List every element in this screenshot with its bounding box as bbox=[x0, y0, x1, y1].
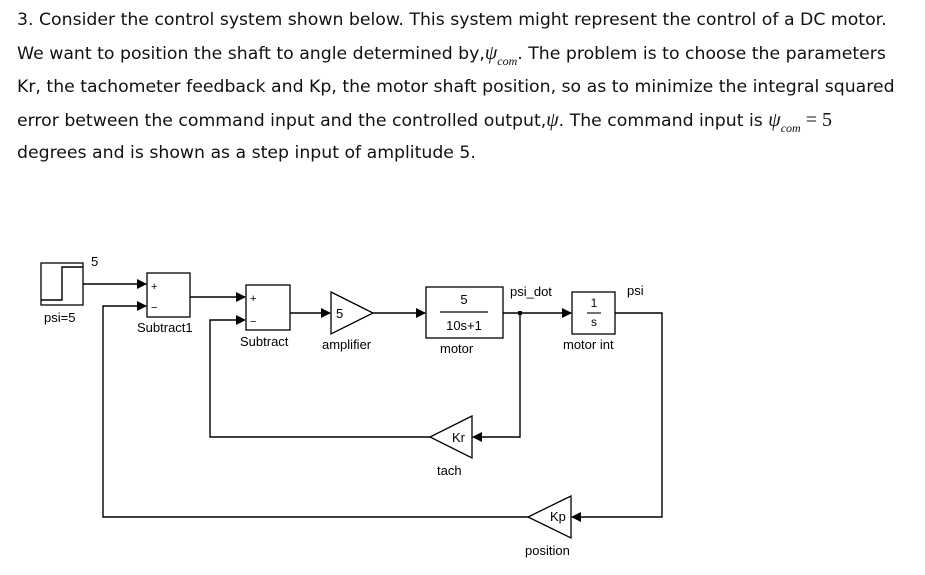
wire-psi-to-position bbox=[571, 312, 663, 522]
amplifier-gain: 5 bbox=[336, 306, 343, 321]
step-icon bbox=[41, 266, 83, 301]
wire-psi-dot-to-tach bbox=[472, 313, 521, 442]
step-block[interactable] bbox=[40, 262, 84, 306]
subtract1-minus: − bbox=[151, 302, 157, 314]
problem-line-2: We want to position the shaft to angle d… bbox=[17, 37, 917, 70]
subtract-minus: − bbox=[250, 316, 256, 328]
psi-dot-signal-label: psi_dot bbox=[510, 284, 552, 299]
psi-symbol: ψ bbox=[484, 42, 498, 65]
subtract-plus: + bbox=[250, 293, 256, 305]
step-name-label: psi=5 bbox=[44, 310, 75, 325]
motor-int-label: motor int bbox=[563, 337, 614, 352]
psi-signal-label: psi bbox=[627, 283, 644, 298]
motor-denominator: 10s+1 bbox=[446, 318, 482, 333]
motor-int-numerator: 1 bbox=[591, 296, 598, 310]
problem-line-1: 3. Consider the control system shown bel… bbox=[17, 10, 887, 30]
wire-position-to-subtract1 bbox=[102, 301, 528, 518]
subtract1-plus: + bbox=[151, 281, 157, 293]
subtract1-block[interactable] bbox=[146, 272, 191, 318]
psi-symbol: ψ bbox=[546, 108, 559, 131]
motor-int-denominator: s bbox=[591, 315, 597, 329]
problem-statement: 3. Consider the control system shown bel… bbox=[17, 4, 917, 170]
motor-numerator: 5 bbox=[460, 292, 467, 307]
step-value-label: 5 bbox=[91, 254, 98, 269]
equals-five: = 5 bbox=[800, 108, 832, 131]
problem-line-5: degrees and is shown as a step input of … bbox=[17, 143, 476, 164]
psi-symbol: ψ bbox=[768, 108, 781, 131]
tach-gain: Kr bbox=[452, 430, 466, 445]
text-segment: We want to position the shaft to angle d… bbox=[17, 44, 485, 65]
motor-label: motor bbox=[440, 341, 474, 356]
text-segment: . The problem is to choose the parameter… bbox=[517, 44, 886, 65]
problem-line-3: Kr, the tachometer feedback and Kp, the … bbox=[17, 76, 895, 97]
tach-label: tach bbox=[437, 463, 462, 478]
amplifier-label: amplifier bbox=[322, 337, 372, 352]
position-label: position bbox=[525, 543, 570, 558]
tach-block[interactable] bbox=[428, 414, 473, 460]
position-gain: Kp bbox=[550, 509, 566, 524]
subtract-label: Subtract bbox=[240, 334, 289, 349]
subtract-block[interactable] bbox=[245, 284, 291, 331]
text-segment: . The command input is bbox=[558, 110, 763, 131]
wire-tach-to-subtract bbox=[209, 315, 430, 438]
com-subscript: com bbox=[497, 54, 518, 69]
text-segment: error between the command input and the … bbox=[17, 110, 547, 131]
com-subscript: com bbox=[780, 120, 801, 135]
subtract1-label: Subtract1 bbox=[137, 320, 193, 335]
position-block[interactable] bbox=[526, 494, 572, 540]
amplifier-block[interactable] bbox=[330, 290, 375, 336]
problem-line-4: error between the command input and the … bbox=[17, 104, 917, 137]
